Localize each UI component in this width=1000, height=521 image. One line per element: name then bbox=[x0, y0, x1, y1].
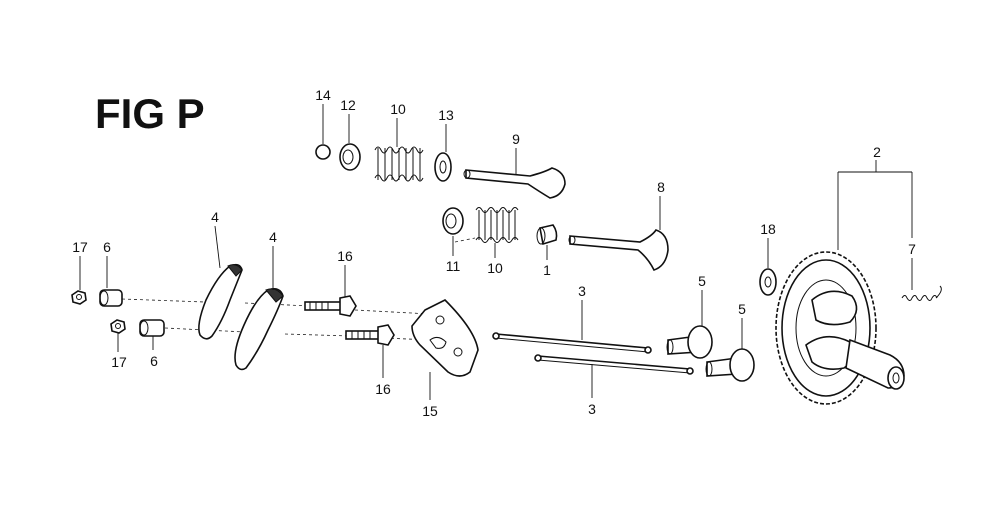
valve-seal-13 bbox=[434, 152, 452, 182]
callout-3-lower: 3 bbox=[588, 401, 596, 417]
callout-11: 11 bbox=[446, 258, 461, 274]
callout-18: 18 bbox=[760, 221, 776, 237]
callout-labels: 14 12 10 13 9 8 11 10 1 2 18 7 4 4 17 6 … bbox=[72, 87, 916, 419]
callout-13: 13 bbox=[438, 107, 454, 123]
valve-spring-10-upper bbox=[374, 146, 424, 182]
intake-valve-8 bbox=[568, 229, 669, 271]
rocker-arm-4-left bbox=[198, 263, 243, 340]
rocker-arm-4-right bbox=[234, 288, 284, 371]
callout-12: 12 bbox=[340, 97, 356, 113]
spring-7 bbox=[901, 285, 942, 301]
valve-keeper-14 bbox=[315, 144, 331, 160]
callout-8: 8 bbox=[657, 179, 665, 195]
callout-2: 2 bbox=[873, 144, 881, 160]
callout-14: 14 bbox=[315, 87, 331, 103]
tappet-5-lower bbox=[705, 348, 755, 382]
callout-15: 15 bbox=[422, 403, 438, 419]
callout-16-lower: 16 bbox=[375, 381, 391, 397]
pivot-6-lower bbox=[139, 319, 165, 337]
callout-5-lower: 5 bbox=[738, 301, 746, 317]
tappet-5-upper bbox=[666, 325, 713, 359]
exhaust-valve-9 bbox=[463, 167, 566, 199]
callout-10-lower: 10 bbox=[487, 260, 503, 276]
figure-title: FIG P bbox=[95, 90, 205, 137]
pivot-6-upper bbox=[99, 289, 123, 307]
washer-18 bbox=[759, 268, 777, 296]
nut-17-lower bbox=[110, 319, 126, 334]
callout-6-upper: 6 bbox=[103, 239, 111, 255]
callout-3-upper: 3 bbox=[578, 283, 586, 299]
callout-1: 1 bbox=[543, 262, 551, 278]
guide-plate-15 bbox=[411, 299, 479, 377]
leader-lines bbox=[79, 104, 913, 400]
valve-spring-10-lower bbox=[475, 207, 519, 243]
nut-17-upper bbox=[71, 290, 87, 305]
camshaft-gear-2 bbox=[775, 251, 905, 405]
callout-4-left: 4 bbox=[211, 209, 219, 225]
callout-17-lower: 17 bbox=[111, 354, 127, 370]
stud-16-upper bbox=[304, 295, 357, 317]
push-rod-3-upper bbox=[492, 332, 652, 354]
valve-cap-1 bbox=[536, 224, 558, 246]
callout-4-right: 4 bbox=[269, 229, 277, 245]
callout-17-upper: 17 bbox=[72, 239, 88, 255]
push-rod-3-lower bbox=[534, 354, 694, 375]
callout-10-upper: 10 bbox=[390, 101, 406, 117]
stud-16-lower bbox=[345, 324, 395, 346]
callout-9: 9 bbox=[512, 131, 520, 147]
callout-6-lower: 6 bbox=[150, 353, 158, 369]
valve-retainer-12 bbox=[339, 143, 361, 171]
valve-retainer-11 bbox=[442, 207, 464, 235]
callout-16-upper: 16 bbox=[337, 248, 353, 264]
callout-7: 7 bbox=[908, 241, 916, 257]
callout-5-upper: 5 bbox=[698, 273, 706, 289]
